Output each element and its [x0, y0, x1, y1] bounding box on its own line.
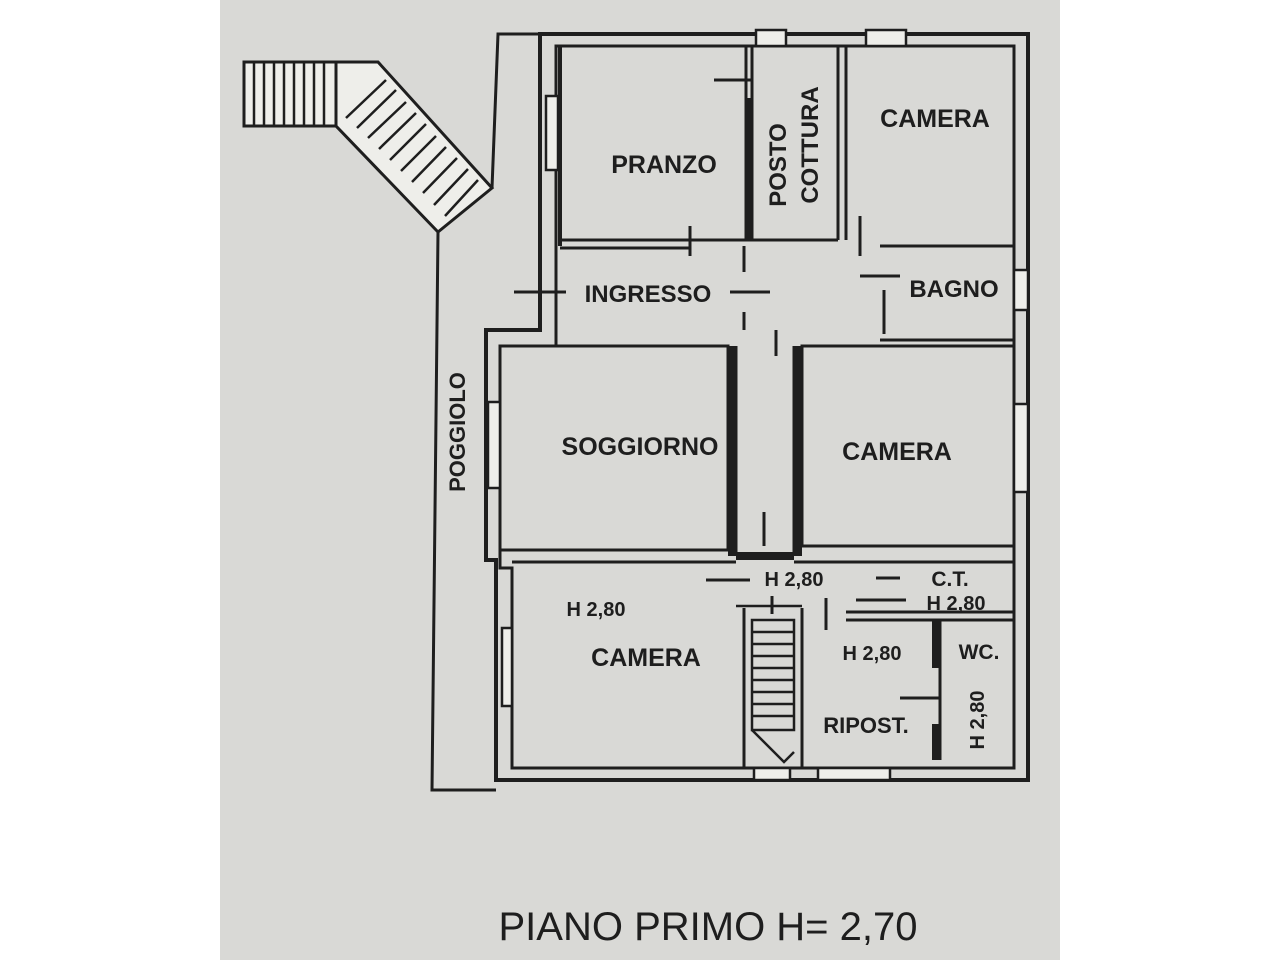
room-label-ingresso: INGRESSO: [585, 281, 712, 308]
room-label-camera-north: CAMERA: [880, 105, 990, 133]
room-label-camera-south: CAMERA: [591, 644, 701, 672]
internal-stair: [736, 604, 802, 764]
balcony-outline: [430, 32, 540, 792]
external-stair: [242, 60, 495, 235]
room-label-soggiorno: SOGGIORNO: [562, 433, 719, 461]
windows: [486, 28, 1030, 782]
height-label-corridor: H 2,80: [765, 569, 824, 591]
room-label-wc: WC.: [959, 641, 1000, 664]
room-label-posto-line1: POSTO: [765, 123, 792, 207]
room-label-bagno: BAGNO: [909, 276, 998, 303]
area-label-poggiolo: POGGIOLO: [445, 372, 470, 492]
height-label-wc: H 2,80: [967, 691, 989, 750]
paper-sheet: [220, 0, 1060, 960]
plan-title: PIANO PRIMO H= 2,70: [498, 905, 917, 949]
door-marks: [514, 78, 940, 700]
room-label-camera-middle: CAMERA: [842, 438, 952, 466]
room-label-ct: C.T.: [931, 568, 968, 591]
room-label-cottura-line2: COTTURA: [797, 86, 824, 203]
height-label-camera-south: H 2,80: [567, 599, 626, 621]
height-label-ct: H 2,80: [927, 593, 986, 615]
wall-fill: [558, 46, 940, 760]
room-label-ripostiglio: RIPOST.: [823, 713, 909, 738]
height-label-ripostiglio: H 2,80: [843, 643, 902, 665]
room-label-pranzo: PRANZO: [611, 151, 717, 179]
